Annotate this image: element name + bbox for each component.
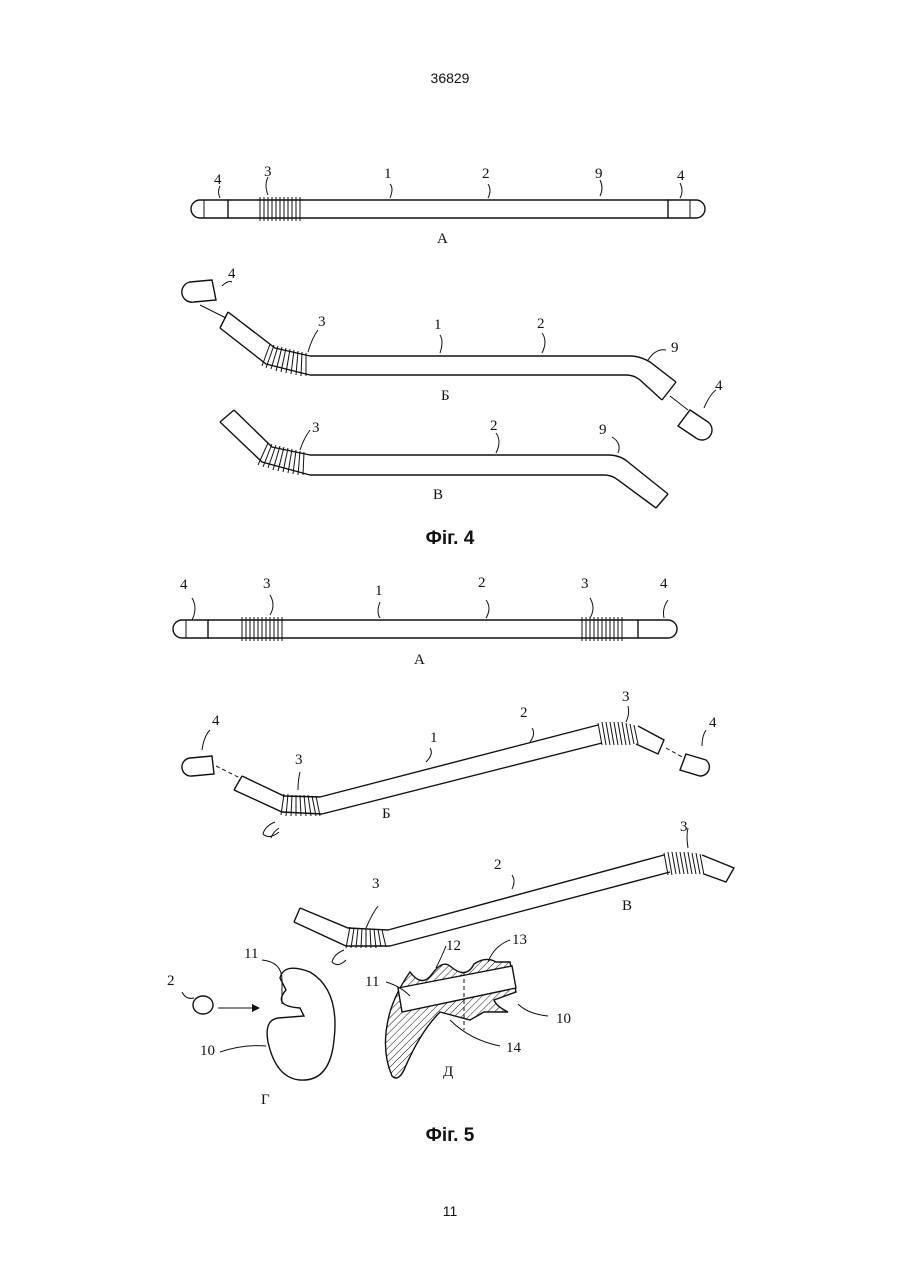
fig5-view-g: 11 2 10 Г [167, 946, 335, 1108]
label-12: 12 [446, 938, 461, 954]
label-4: 4 [180, 577, 188, 593]
label-4: 4 [228, 266, 236, 282]
fig5-view-b: 4 3 1 2 3 4 Б [182, 689, 717, 838]
label-3: 3 [581, 576, 589, 592]
label-3: 3 [264, 164, 272, 180]
label-1: 1 [375, 583, 383, 599]
label-2: 2 [478, 575, 486, 591]
label-4: 4 [677, 168, 685, 184]
figure-5-caption: Фіг. 5 [0, 1125, 900, 1147]
page-number: 11 [0, 1203, 900, 1219]
corrugated-section [258, 443, 304, 475]
label-3: 3 [312, 420, 320, 436]
view-label-b: Б [382, 806, 391, 822]
fig4-view-v: 3 2 9 В [220, 410, 668, 508]
label-4: 4 [212, 713, 220, 729]
view-label-a: А [437, 231, 448, 247]
fig5-view-d: 11 12 13 10 14 Д [365, 932, 571, 1080]
fig4-view-b: 4 3 1 2 9 4 Б [182, 266, 723, 440]
view-label-a: А [414, 652, 425, 668]
label-4: 4 [709, 715, 717, 731]
fig5-view-a: 4 3 1 2 3 4 А [173, 575, 677, 668]
label-1: 1 [430, 730, 438, 746]
view-label-g: Г [261, 1092, 270, 1108]
label-3: 3 [263, 576, 271, 592]
label-11: 11 [244, 946, 258, 962]
label-3: 3 [295, 752, 303, 768]
label-3: 3 [372, 876, 380, 892]
label-4: 4 [660, 576, 668, 592]
label-13: 13 [512, 932, 527, 948]
cap-left [191, 200, 228, 218]
corrugated-section [262, 344, 306, 376]
label-4: 4 [715, 378, 723, 394]
label-2: 2 [494, 857, 502, 873]
view-label-v: В [622, 898, 632, 914]
label-2: 2 [490, 418, 498, 434]
label-2: 2 [537, 316, 545, 332]
label-2: 2 [482, 166, 490, 182]
label-3: 3 [622, 689, 630, 705]
label-14: 14 [506, 1040, 522, 1056]
fig4-view-a: 4 3 1 2 9 4 А [191, 164, 705, 247]
figure-4-caption: Фіг. 4 [0, 528, 900, 550]
label-1: 1 [434, 317, 442, 333]
label-4: 4 [214, 172, 222, 188]
corrugated-section-right [664, 852, 704, 875]
corrugated-section-right [598, 722, 638, 745]
label-2: 2 [520, 705, 528, 721]
label-1: 1 [384, 166, 392, 182]
label-11: 11 [365, 974, 379, 990]
view-label-v: В [433, 487, 443, 503]
view-label-d: Д [443, 1064, 453, 1080]
label-3: 3 [680, 819, 688, 835]
label-9: 9 [595, 166, 603, 182]
label-3: 3 [318, 314, 326, 330]
view-label-b: Б [441, 388, 450, 404]
label-2: 2 [167, 973, 175, 989]
label-10: 10 [200, 1043, 215, 1059]
label-10: 10 [556, 1011, 571, 1027]
label-9: 9 [599, 422, 607, 438]
cap-right [668, 200, 705, 218]
label-9: 9 [671, 340, 679, 356]
